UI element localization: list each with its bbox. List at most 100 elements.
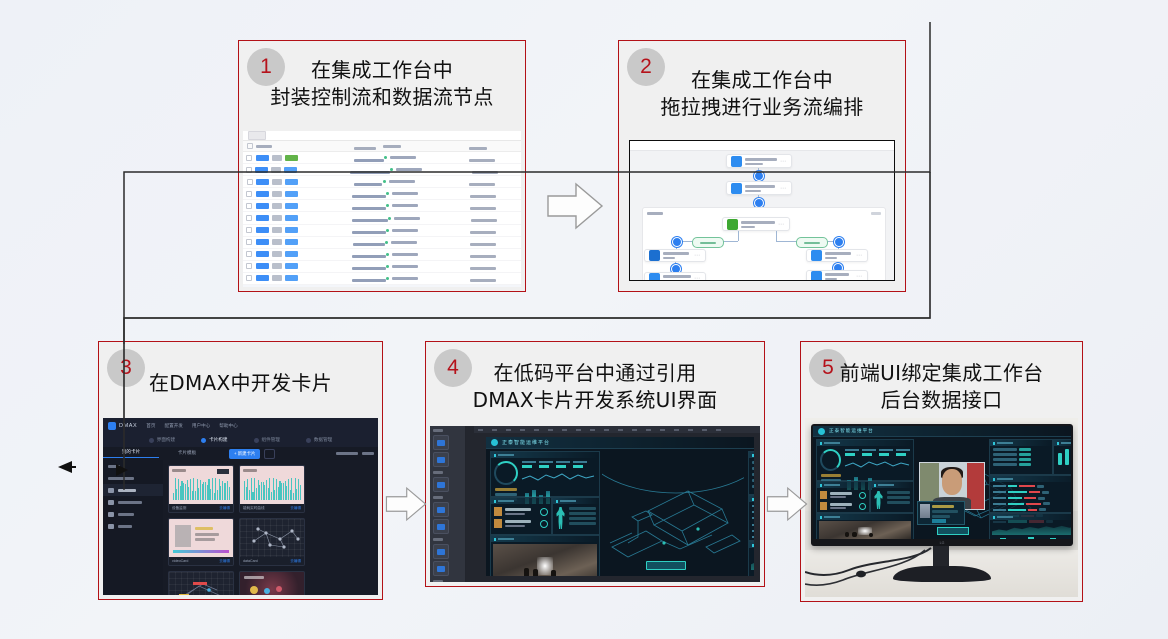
publish-button[interactable]: [284, 166, 298, 173]
row-actions[interactable]: [256, 178, 312, 185]
table-row[interactable]: [243, 188, 521, 201]
row-checkbox[interactable]: [246, 263, 253, 270]
row-checkbox[interactable]: [246, 202, 253, 209]
view-button[interactable]: [271, 275, 282, 282]
flow-connector-dot[interactable]: [834, 237, 844, 247]
publish-button[interactable]: [284, 263, 298, 270]
view-button[interactable]: [271, 202, 282, 209]
flow-orchestration-canvas[interactable]: ⋯ ⋯ ⋯: [630, 141, 894, 280]
toolbar-chip[interactable]: [248, 131, 266, 140]
node-menu-icon[interactable]: ⋯: [694, 276, 701, 281]
row-actions[interactable]: [255, 166, 308, 173]
dmax-card[interactable]: 设备监测去编辑: [168, 465, 234, 513]
editor-canvas[interactable]: 正泰智能运维平台: [474, 426, 760, 582]
nav-item-3[interactable]: 帮助中心: [219, 422, 238, 428]
row-actions[interactable]: [255, 190, 311, 197]
view-button[interactable]: [271, 190, 282, 197]
dmax-card[interactable]: 3Dcard去编辑: [168, 571, 234, 595]
palette-component[interactable]: [433, 544, 449, 559]
palette-component[interactable]: [433, 519, 449, 534]
view-button[interactable]: [271, 166, 282, 173]
row-checkbox[interactable]: [246, 154, 253, 161]
row-checkbox[interactable]: [246, 215, 253, 222]
flow-node-decision[interactable]: ⋯: [722, 217, 790, 231]
view-button[interactable]: [271, 239, 282, 246]
node-menu-icon[interactable]: ⋯: [780, 158, 787, 165]
publish-button[interactable]: [284, 154, 298, 161]
edit-button[interactable]: [255, 215, 269, 222]
publish-button[interactable]: [284, 227, 298, 234]
view-button[interactable]: [271, 251, 282, 258]
node-menu-icon[interactable]: ⋯: [856, 253, 863, 259]
table-row[interactable]: [243, 285, 521, 287]
sidebar-item-all-cards[interactable]: [103, 472, 163, 484]
palette-component[interactable]: [433, 435, 449, 450]
view-button[interactable]: [271, 154, 282, 161]
flow-node-left-2[interactable]: ⋯: [644, 272, 706, 281]
view-button[interactable]: [271, 263, 282, 270]
sub-tab-card-templates[interactable]: 卡片模板: [177, 449, 197, 455]
publish-button[interactable]: [284, 190, 298, 197]
flow-node-top-1[interactable]: ⋯: [726, 154, 792, 168]
table-row[interactable]: [243, 225, 521, 237]
edit-button[interactable]: [255, 227, 269, 234]
row-actions[interactable]: [255, 154, 312, 161]
publish-button[interactable]: [284, 275, 298, 282]
palette-component[interactable]: [433, 502, 449, 517]
card-edit-link[interactable]: 去编辑: [219, 558, 230, 563]
publish-button[interactable]: [284, 215, 298, 222]
edit-button[interactable]: [255, 275, 269, 282]
dashboard-detail-button[interactable]: [646, 561, 686, 570]
table-row[interactable]: [243, 273, 521, 286]
view-button[interactable]: [271, 215, 282, 222]
edit-button[interactable]: [255, 154, 269, 161]
card-edit-link[interactable]: 去编辑: [290, 558, 301, 563]
publish-button[interactable]: [284, 239, 298, 246]
row-actions[interactable]: [255, 275, 311, 282]
publish-button[interactable]: [284, 251, 298, 258]
select-all-checkbox[interactable]: [246, 143, 253, 149]
refresh-icon[interactable]: [264, 448, 276, 459]
new-card-button[interactable]: + 新建卡片: [229, 448, 261, 459]
row-checkbox[interactable]: [246, 275, 253, 282]
row-checkbox[interactable]: [246, 239, 253, 246]
edit-button[interactable]: [255, 239, 269, 246]
row-actions[interactable]: [255, 215, 310, 222]
sidebar-item-all[interactable]: [103, 460, 163, 472]
sidebar-item-testcard[interactable]: [103, 508, 163, 520]
table-row[interactable]: [243, 212, 521, 225]
row-actions[interactable]: [255, 251, 311, 258]
nav-item-0[interactable]: 首页: [146, 422, 156, 428]
row-actions[interactable]: [255, 202, 311, 209]
nav-item-1[interactable]: 配置开发: [164, 422, 183, 428]
edit-button[interactable]: [255, 251, 269, 258]
row-actions[interactable]: [255, 239, 311, 246]
table-row[interactable]: [243, 237, 521, 249]
table-row[interactable]: [243, 152, 521, 165]
node-menu-icon[interactable]: ⋯: [778, 221, 785, 228]
publish-button[interactable]: [285, 178, 298, 185]
nav-item-2[interactable]: 用户中心: [191, 422, 211, 428]
tab-1-active[interactable]: 卡片构建: [201, 437, 228, 443]
flow-connector-dot[interactable]: [672, 237, 682, 247]
row-checkbox[interactable]: [246, 227, 253, 234]
dmax-card[interactable]: newcard1去编辑: [239, 571, 305, 595]
flow-node-right-2[interactable]: ⋯: [806, 270, 868, 280]
edit-button[interactable]: [256, 178, 269, 185]
edit-button[interactable]: [255, 190, 269, 197]
card-edit-link[interactable]: 去编辑: [290, 505, 301, 510]
flow-node-right-1[interactable]: ⋯: [806, 249, 868, 262]
palette-component[interactable]: [433, 561, 449, 576]
sub-tab-my-cards[interactable]: 我的卡片: [103, 449, 159, 458]
row-checkbox[interactable]: [246, 251, 253, 258]
node-menu-icon[interactable]: ⋯: [780, 185, 787, 192]
sidebar-item-park-screen[interactable]: [103, 496, 163, 508]
edit-button[interactable]: [255, 202, 269, 209]
node-menu-icon[interactable]: ⋯: [856, 274, 863, 280]
tab-0[interactable]: 界面构建: [148, 437, 175, 443]
tab-3[interactable]: 数据管理: [305, 437, 332, 443]
row-checkbox[interactable]: [246, 190, 253, 197]
table-row[interactable]: [243, 200, 521, 213]
table-row[interactable]: [243, 176, 521, 189]
